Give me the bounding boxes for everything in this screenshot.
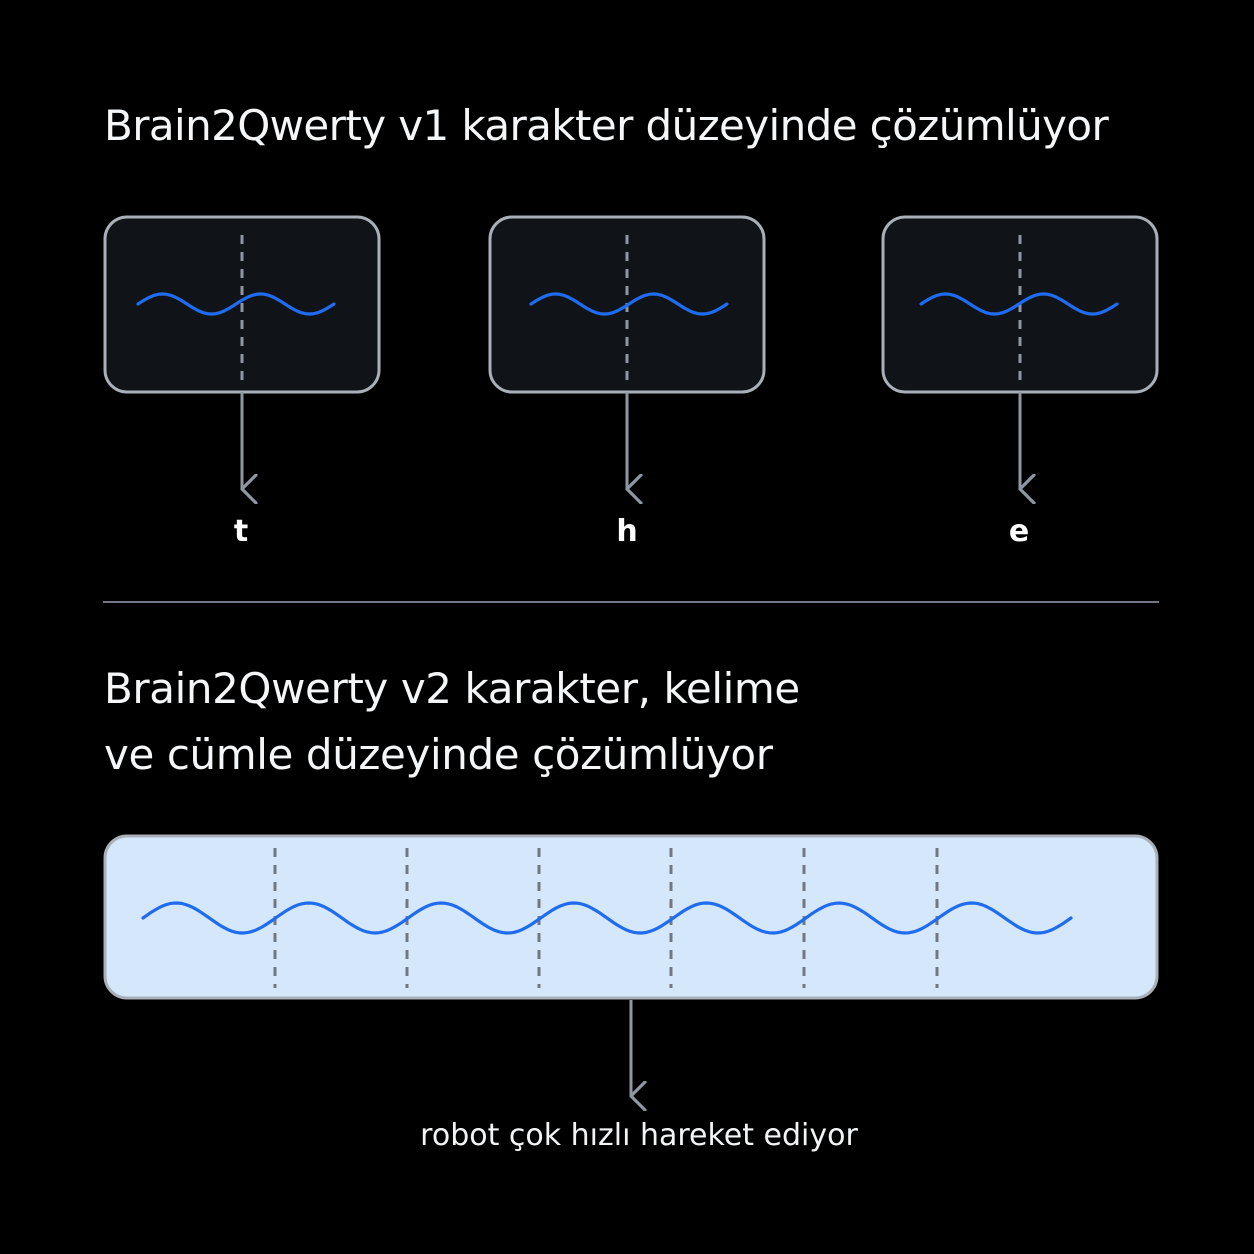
v2-signal-window <box>103 834 1159 1000</box>
v1-output-char-3: e <box>1008 514 1030 549</box>
brain-signal-wave <box>919 292 1119 316</box>
v1-signal-window-3 <box>881 215 1159 394</box>
v2-output-sentence: robot çok hızlı hareket ediyor <box>420 1118 858 1153</box>
v2-heading-line-1: Brain2Qwerty v2 karakter, kelime <box>104 664 800 713</box>
v1-output-char-1: t <box>233 514 249 549</box>
brain-signal-wave <box>529 292 729 316</box>
brain-signal-wave <box>141 901 1073 935</box>
brain-signal-wave <box>136 292 336 316</box>
v1-output-char-2: h <box>616 514 638 549</box>
v1-heading: Brain2Qwerty v1 karakter düzeyinde çözüm… <box>104 101 1109 150</box>
v2-heading-line-2: ve cümle düzeyinde çözümlüyor <box>104 730 773 779</box>
v1-signal-window-1 <box>103 215 381 394</box>
v2-heading: Brain2Qwerty v2 karakter, kelime ve cüml… <box>104 656 800 788</box>
v1-signal-window-2 <box>488 215 766 394</box>
